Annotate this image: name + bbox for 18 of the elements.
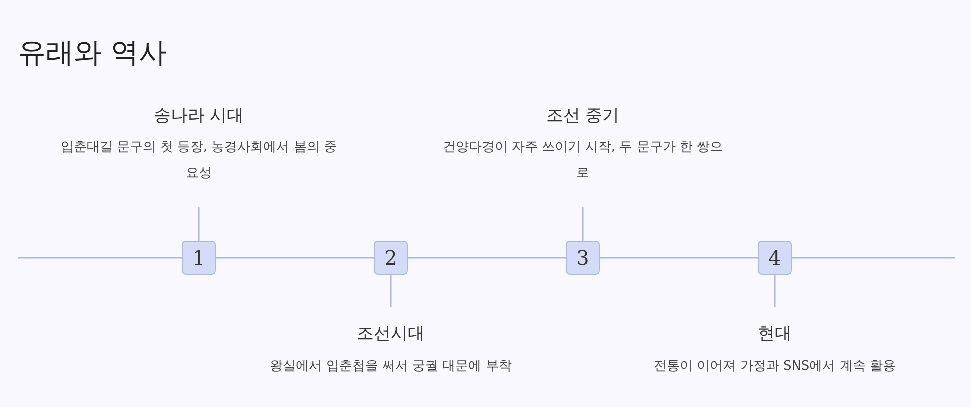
period-heading: 조선시대 [356, 323, 426, 345]
title: 유래와 역사 [18, 35, 167, 71]
step-number: 4 [758, 241, 792, 275]
period-description: 전통이 이어져 가정과 SNS에서 계속 활용 [653, 358, 897, 376]
timeline-segment [600, 257, 758, 259]
period-description: 건양다경이 자주 쓰이기 시작, 두 문구가 한 쌍으로 [442, 139, 724, 183]
period-heading: 송나라 시대 [152, 105, 246, 127]
step-number: 3 [566, 241, 600, 275]
timeline-segment [18, 257, 182, 259]
timeline-segment [216, 257, 374, 259]
step-number: 2 [374, 241, 408, 275]
timeline-segment [408, 257, 566, 259]
period-description: 입춘대길 문구의 첫 등장, 농경사회에서 봄의 중요성 [60, 139, 338, 183]
step-number: 1 [182, 241, 216, 275]
period-description: 왕실에서 입춘첩을 써서 궁궐 대문에 부착 [269, 358, 513, 376]
timeline-segment [792, 257, 955, 259]
period-heading: 현대 [757, 323, 793, 345]
period-heading: 조선 중기 [545, 105, 621, 127]
